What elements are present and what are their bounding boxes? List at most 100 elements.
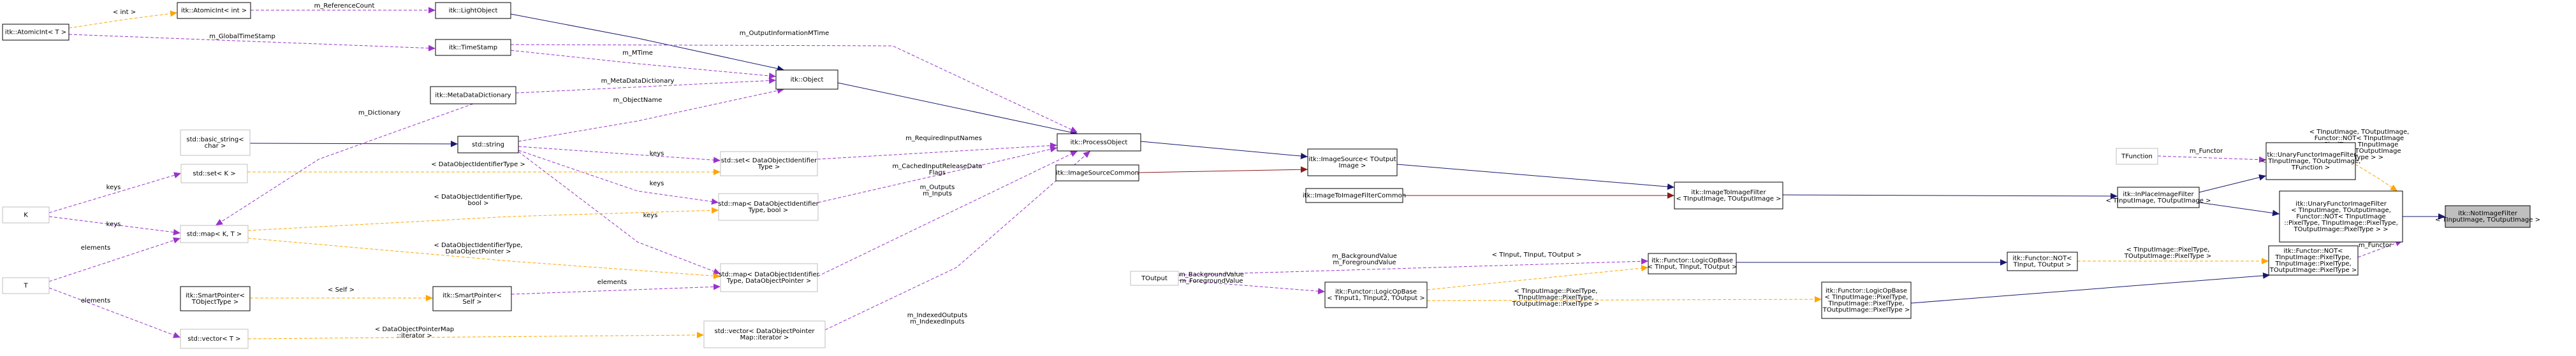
edge-label-line: DataObjectPointer > [445,248,511,255]
class-node-k[interactable]: K [2,206,50,224]
class-node-smartpointert[interactable]: itk::SmartPointer<TObjectType > [180,286,251,311]
node-label: itk::UnaryFunctorImageFilter< TInputImag… [2284,201,2398,233]
edge-label: m_OutputInformationMTime [740,30,829,37]
node-label-line: TObjectType > [191,299,238,306]
edge-usage: m_Functor [2157,148,2267,163]
edge-inheritance [1396,164,1675,190]
edge-usage: keys [518,146,721,164]
node-box [2,277,50,294]
node-label: std::map< K, T > [187,231,242,238]
class-node-itknotimagefilter[interactable]: itk::NotImageFilter< TInputImage, TOutpu… [2435,205,2540,228]
class-node-imagesourcecommon[interactable]: itk::ImageSourceCommon [1055,164,1139,182]
class-node-logicopbaset[interactable]: itk::Functor::LogicOpBase< TInput, TInpu… [1648,253,1738,274]
node-box [720,263,818,292]
edge-line [510,44,1078,133]
edge-label: m_RequiredInputNames [905,135,982,142]
class-node-lightobject[interactable]: itk::LightObject [435,2,511,19]
node-label-line: itk::AtomicInt< T > [5,29,66,36]
edge-label-line: m_IndexedOutputs [907,312,967,319]
class-node-stdstring[interactable]: std::string [457,136,519,153]
edge-label-line: ::PixelType > > [2335,154,2383,161]
class-node-functornot[interactable]: itk::Functor::NOT<TInput, TOutput > [2007,252,2078,271]
node-label: itk::InPlaceImageFilter< TInputImage, TO… [2106,191,2211,204]
class-node-tfunction[interactable]: TFunction [2116,148,2158,165]
node-box [1324,281,1428,308]
node-label: itk::AtomicInt< int > [181,8,247,15]
edge-label-line: elements [81,297,110,304]
class-node-metadatadictionary[interactable]: itk::MetaDataDictionary [430,86,516,104]
edge-inheritance [249,140,458,147]
node-label-line: Type, DataObjectPointer > [726,278,811,285]
node-box [2007,252,2078,271]
node-box [435,2,511,19]
node-label-line: std::set< DataObjectIdentifier [721,157,817,164]
node-box [1130,271,1179,286]
class-node-t[interactable]: T [2,277,50,294]
node-label-line: itk::ImageToImageFilter [1691,189,1766,196]
class-node-processobject[interactable]: itk::ProcessObject [1057,133,1141,152]
class-node-atomicintint[interactable]: itk::AtomicInt< int > [177,2,251,19]
edge-inheritance [510,13,785,72]
class-node-imagetoimagefiltercommon[interactable]: itk::ImageToImageFilterCommon [1303,188,1406,203]
class-node-imagetoimagefilter[interactable]: itk::ImageToImageFilter< TInputImage, TO… [1674,182,1783,210]
edge-label: < TInputImage, TOutputImage,Functor::NOT… [2309,129,2410,161]
class-node-unaryfunctorimagefilternot[interactable]: itk::UnaryFunctorImageFilter< TInputImag… [2279,190,2403,243]
class-node-functornotpixel[interactable]: itk::Functor::NOT<TInputImage::PixelType… [2268,245,2359,276]
edge-label-line: elements [81,245,110,252]
class-node-mapkt[interactable]: std::map< K, T > [180,225,249,243]
class-node-atomicintt[interactable]: itk::AtomicInt< T > [2,24,70,41]
class-node-unaryfunctorimagefilter[interactable]: itk::UnaryFunctorImageFilter< TInputImag… [2261,142,2361,180]
edge-label-line: TOutputImage::PixelType > [1512,301,1600,308]
edge-inheritance [1910,272,2271,304]
node-label-line: itk::Functor::LogicOpBase [1826,288,1907,295]
node-box [1307,148,1398,176]
edge-inheritance [1782,192,2118,199]
class-node-logicopbasepixel[interactable]: itk::Functor::LogicOpBase< TInputImage::… [1821,281,1912,319]
class-node-timestamp[interactable]: itk::TimeStamp [435,39,511,56]
node-label-line: itk::AtomicInt< int > [181,8,247,15]
node-label: itk::NotImageFilter< TInputImage, TOutpu… [2435,210,2540,224]
node-label-line: < TInputImage, TOutputImage, [2261,158,2361,165]
edge-label-line: keys [650,180,664,187]
edge-line [247,238,721,280]
node-box [1821,281,1912,319]
edge-line [1178,280,1326,295]
node-label-line: itk::Object [791,76,824,83]
edge-line [48,216,181,236]
node-label-line: Type > [757,164,780,171]
class-node-smartpointerself[interactable]: itk::SmartPointer<Self > [432,286,512,311]
node-box [718,193,819,221]
edge-line [518,150,719,205]
node-box [180,225,249,243]
edge-label: < DataObjectIdentifierType,bool > [434,194,522,207]
edge-label: < Self > [328,287,355,294]
class-node-object[interactable]: itk::Object [775,69,838,90]
class-node-logicopbase[interactable]: itk::Functor::LogicOpBase< TInput1, TInp… [1324,281,1428,308]
class-node-basicstring[interactable]: std::basic_string<char > [180,129,251,156]
class-node-inplaceimagefilter[interactable]: itk::InPlaceImageFilter< TInputImage, TO… [2106,187,2211,208]
edge-template: < TInputImage::PixelType,TOutputImage::P… [2077,246,2269,264]
edge-label: elements [81,297,110,304]
node-box [2268,245,2359,276]
class-node-vectort[interactable]: std::vector< T > [180,329,249,349]
node-label: std::string [472,141,504,148]
edge-line [215,103,474,226]
node-box [775,69,838,90]
node-label-line: < TInputImage, TOutputImage > [1676,196,1782,203]
node-label: itk::SmartPointer<TObjectType > [186,292,245,306]
edge-label: < int > [113,9,136,16]
node-box [177,2,251,19]
class-node-setk[interactable]: std::set< K > [180,164,248,183]
node-label-line: TOutput [1141,275,1167,282]
class-node-toutput[interactable]: TOutput [1130,271,1179,286]
